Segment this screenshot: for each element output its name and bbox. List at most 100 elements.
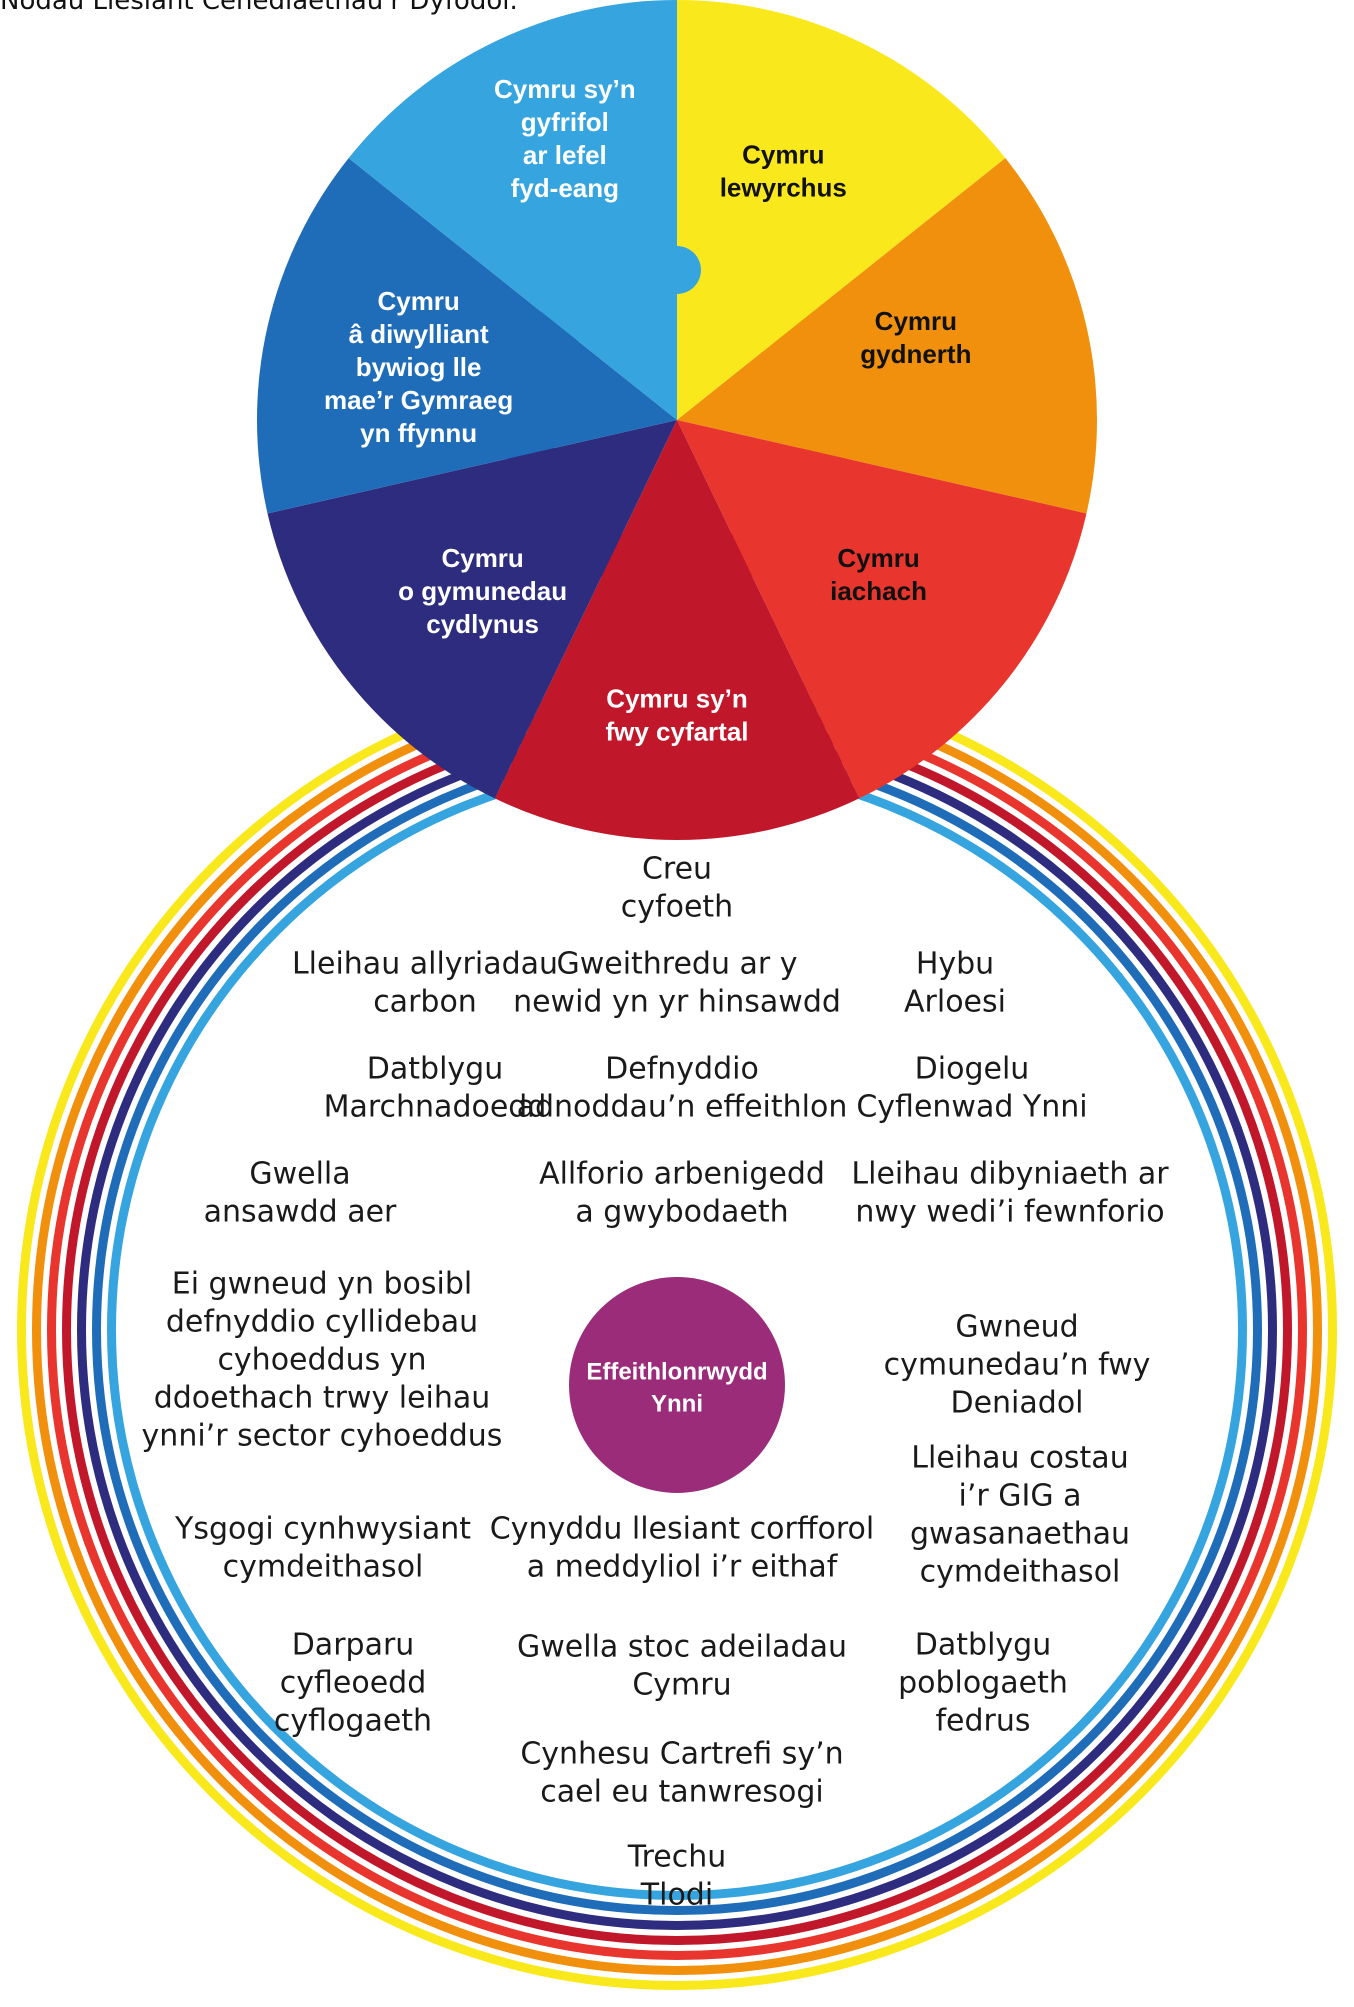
benefit-10-line: ddoethach trwy leihau [154,1381,491,1416]
benefit-2-line: newid yn yr hinsawdd [513,985,841,1020]
benefit-1-line: carbon [373,985,477,1020]
benefit-10-line: ynni’r sector cyhoeddus [142,1419,503,1454]
benefit-13-line: Ysgogi cynhwysiant [174,1512,471,1547]
goal-segment-3 [494,420,860,840]
goal-segment-1 [677,158,1097,514]
benefit-3-line: Arloesi [904,985,1006,1020]
benefit-16-line: Gwella stoc adeiladau [517,1630,847,1665]
benefit-15-line: cyfleoedd [280,1666,427,1701]
centre-label-line: Effeithlonrwydd [586,1359,767,1386]
benefit-19-line: Trechu [627,1840,727,1875]
benefit-18-line: Cynhesu Cartrefi sy’n [520,1737,843,1772]
diagram-caption: Nodau Llesiant Cenedlaethau'r Dyfodol. [0,0,518,16]
benefit-3-line: Hybu [916,947,994,982]
benefit-12-line: i’r GIG a [958,1479,1081,1514]
goal-segment-0 [677,0,1006,420]
benefit-10-line: cyhoeddus yn [217,1343,426,1378]
goal-label-5-line: yn ffynnu [360,418,477,448]
benefit-8-line: a gwybodaeth [575,1195,788,1230]
benefit-2-line: Gweithredu ar y [556,947,797,982]
goal-label-5-line: Cymru [377,286,459,316]
goal-label-3-line: Cymru sy’n [606,683,748,713]
goal-segment-4 [267,420,677,799]
goal-label-4-line: Cymru [441,543,523,573]
centre-circle-shape [569,1277,785,1493]
benefit-1-line: Lleihau allyriadau [292,947,558,982]
benefit-5-line: Defnyddio [605,1052,759,1087]
benefit-13-line: cymdeithasol [223,1550,424,1585]
goal-label-5-line: bywiog lle [356,352,482,382]
goal-label-5-line: mae’r Gymraeg [324,385,513,415]
goal-label-2-line: Cymru [837,543,919,573]
benefit-9-line: nwy wedi’i fewnforio [855,1195,1164,1230]
benefit-17-line: poblogaeth [898,1666,1068,1701]
goal-label-0-line: Cymru [742,140,824,170]
benefit-11-line: Gwneud [955,1310,1078,1345]
benefit-8-line: Allforio arbenigedd [539,1157,825,1192]
benefit-11-line: cymunedau’n fwy [884,1348,1151,1383]
benefit-15-line: cyflogaeth [274,1704,432,1739]
benefit-6-line: Cyflenwad Ynni [856,1090,1087,1125]
goal-label-3-line: fwy cyfartal [605,716,748,746]
goal-segment-2 [677,420,1087,799]
benefit-9-line: Lleihau dibyniaeth ar [851,1157,1169,1192]
benefit-5-line: adnoddau’n effeithlon [517,1090,848,1125]
benefit-12-line: cymdeithasol [920,1555,1121,1590]
benefit-12-line: Lleihau costau [911,1441,1128,1476]
benefit-17-line: Datblygu [915,1628,1051,1663]
benefit-15-line: Darparu [292,1628,415,1663]
benefit-19-line: Tlodi [640,1878,713,1913]
goal-label-6-line: ar lefel [523,140,607,170]
goal-label-6-line: Cymru sy’n [494,74,636,104]
goal-label-6-line: gyfrifol [521,107,609,137]
benefit-14-line: Cynyddu llesiant corfforol [490,1512,874,1547]
goal-segment-6 [348,0,677,420]
goal-label-2-line: iachach [830,576,927,606]
benefit-4-line: Marchnadoedd [324,1090,547,1125]
benefit-17-line: fedrus [935,1704,1030,1739]
benefit-10-line: Ei gwneud yn bosibl [172,1267,473,1302]
benefit-6-line: Diogelu [915,1052,1030,1087]
benefit-0-line: Creu [642,852,712,887]
centre-label-line: Ynni [651,1391,703,1418]
benefit-16-line: Cymru [632,1668,731,1703]
benefit-0-line: cyfoeth [621,890,733,925]
goal-label-4-line: cydlynus [426,609,539,639]
goal-label-1-line: Cymru [875,306,957,336]
benefit-10-line: defnyddio cyllidebau [166,1305,478,1340]
puzzle-knob-6 [653,246,701,294]
benefit-12-line: gwasanaethau [910,1517,1130,1552]
benefit-11-line: Deniadol [950,1386,1083,1421]
goal-label-4-line: o gymunedau [398,576,567,606]
goals-wheel [257,0,1097,840]
